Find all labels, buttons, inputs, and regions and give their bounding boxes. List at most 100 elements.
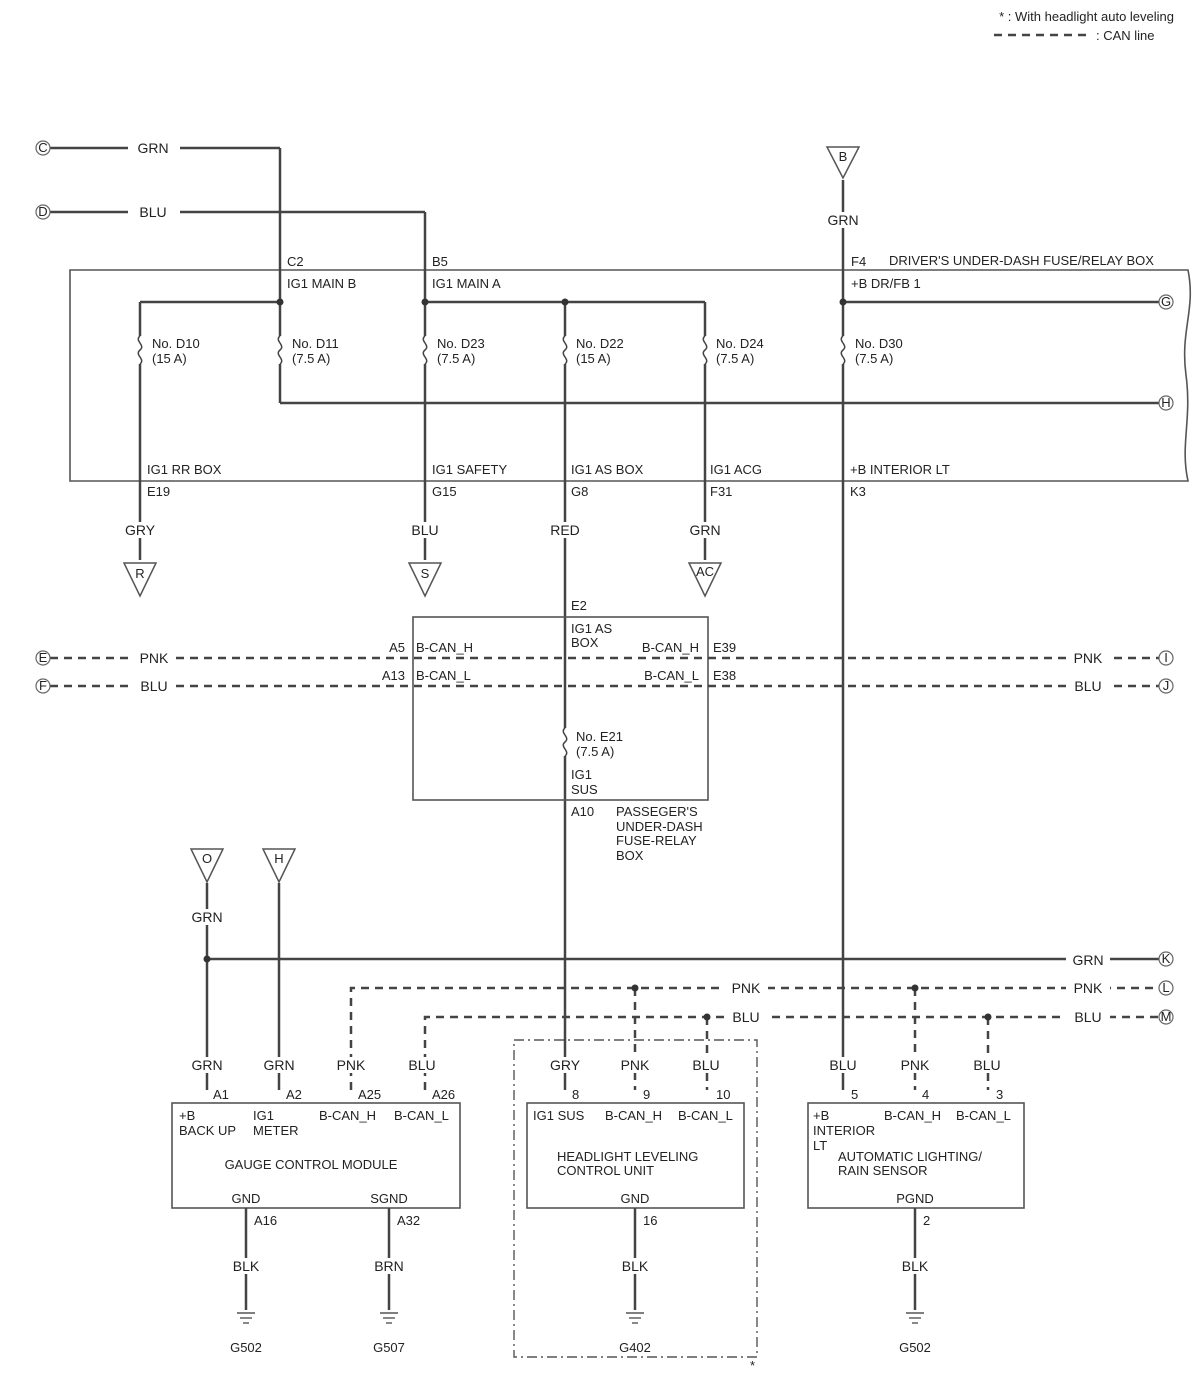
terminal-l (1158, 980, 1174, 996)
svg-text:SGND: SGND (370, 1191, 408, 1206)
svg-text:(7.5 A): (7.5 A) (576, 744, 614, 759)
wire-label-grn-c: GRN (137, 140, 168, 156)
svg-text:BLK: BLK (233, 1258, 260, 1274)
svg-text:+B: +B (179, 1108, 195, 1123)
svg-text:SUS: SUS (571, 782, 598, 797)
ground-icon-g402 (626, 1312, 644, 1324)
svg-text:IG1 MAIN B: IG1 MAIN B (287, 276, 356, 291)
svg-text:BLU: BLU (973, 1057, 1000, 1073)
passenger-fuse-box (412, 616, 709, 801)
svg-text:(15 A): (15 A) (576, 351, 611, 366)
svg-text:IG1 ACG: IG1 ACG (710, 462, 762, 477)
svg-text:GND: GND (232, 1191, 261, 1206)
can-l-line-m (423, 1015, 1160, 1090)
svg-text:K: K (1162, 951, 1171, 966)
svg-text:5: 5 (851, 1087, 858, 1102)
svg-text:B-CAN_L: B-CAN_L (394, 1108, 449, 1123)
svg-text:No. E21: No. E21 (576, 729, 623, 744)
svg-text:GRN: GRN (263, 1057, 294, 1073)
svg-text:CONTROL UNIT: CONTROL UNIT (557, 1163, 654, 1178)
ground-icon-g502-right (906, 1312, 924, 1324)
svg-text:BLK: BLK (902, 1258, 929, 1274)
svg-text:A25: A25 (358, 1087, 381, 1102)
svg-text:I: I (1164, 650, 1168, 665)
svg-text:IG1 RR BOX: IG1 RR BOX (147, 462, 222, 477)
svg-text:BLU: BLU (408, 1057, 435, 1073)
svg-text:G402: G402 (619, 1340, 651, 1355)
svg-text:F4: F4 (851, 254, 866, 269)
svg-text:F31: F31 (710, 484, 732, 499)
auto-leveling-enclosure (513, 1039, 758, 1358)
svg-text:PNK: PNK (1074, 650, 1103, 666)
svg-text:B-CAN_H: B-CAN_H (319, 1108, 376, 1123)
svg-text:B-CAN_H: B-CAN_H (416, 640, 473, 655)
svg-text:E19: E19 (147, 484, 170, 499)
svg-text:RAIN SENSOR: RAIN SENSOR (838, 1163, 928, 1178)
svg-text:E38: E38 (713, 668, 736, 683)
svg-text:A32: A32 (397, 1213, 420, 1228)
svg-text:K3: K3 (850, 484, 866, 499)
svg-text:AC: AC (696, 564, 714, 579)
svg-text:A10: A10 (571, 804, 594, 819)
svg-text:G502: G502 (230, 1340, 262, 1355)
svg-text:B: B (839, 149, 848, 164)
svg-text:IG1: IG1 (253, 1108, 274, 1123)
svg-text:PASSEGER'S: PASSEGER'S (616, 804, 698, 819)
svg-text:2: 2 (923, 1213, 930, 1228)
svg-text:S: S (421, 566, 430, 581)
svg-text:GRN: GRN (689, 522, 720, 538)
svg-text:A13: A13 (382, 668, 405, 683)
fuse-e21: No. E21 (7.5 A) (560, 727, 623, 759)
driver-fuse-box-title: DRIVER'S UNDER-DASH FUSE/RELAY BOX (889, 253, 1154, 268)
svg-text:R: R (135, 566, 144, 581)
svg-text:No. D30: No. D30 (855, 336, 903, 351)
svg-text:IG1 AS BOX: IG1 AS BOX (571, 462, 644, 477)
legend-can-line: : CAN line (1096, 28, 1155, 43)
svg-text:10: 10 (716, 1087, 730, 1102)
svg-text:A1: A1 (213, 1087, 229, 1102)
terminal-i (1158, 650, 1174, 666)
svg-text:3: 3 (996, 1087, 1003, 1102)
svg-text:GRN: GRN (1072, 952, 1103, 968)
ground-icon-g502-left (237, 1312, 255, 1324)
svg-text:B-CAN_L: B-CAN_L (416, 668, 471, 683)
svg-text:B-CAN_L: B-CAN_L (644, 668, 699, 683)
svg-text:BLU: BLU (829, 1057, 856, 1073)
svg-text:E39: E39 (713, 640, 736, 655)
svg-text:C: C (38, 140, 47, 155)
svg-text:+B INTERIOR LT: +B INTERIOR LT (850, 462, 950, 477)
svg-text:L: L (1162, 980, 1169, 995)
svg-text:E2: E2 (571, 598, 587, 613)
svg-text:G: G (1161, 294, 1171, 309)
svg-text:(7.5 A): (7.5 A) (855, 351, 893, 366)
svg-text:LT: LT (813, 1138, 827, 1153)
svg-text:IG1: IG1 (571, 767, 592, 782)
svg-text:*: * (750, 1358, 755, 1373)
terminal-ac (687, 562, 723, 598)
svg-text:PNK: PNK (732, 980, 761, 996)
terminal-k (1158, 951, 1174, 967)
svg-text:No. D24: No. D24 (716, 336, 764, 351)
svg-text:E: E (39, 650, 48, 665)
terminal-e (35, 650, 51, 666)
svg-text:BLU: BLU (732, 1009, 759, 1025)
svg-text:16: 16 (643, 1213, 657, 1228)
svg-text:B-CAN_H: B-CAN_H (605, 1108, 662, 1123)
terminal-b (825, 146, 861, 180)
fuse-d11: No. D11 (7.5 A) (275, 335, 339, 366)
svg-text:BLU: BLU (1074, 1009, 1101, 1025)
svg-text:UNDER-DASH: UNDER-DASH (616, 819, 703, 834)
svg-text:BACK UP: BACK UP (179, 1123, 236, 1138)
svg-text:No. D23: No. D23 (437, 336, 485, 351)
svg-text:PNK: PNK (621, 1057, 650, 1073)
svg-text:GRY: GRY (125, 522, 156, 538)
svg-text:F: F (39, 678, 47, 693)
svg-text:G15: G15 (432, 484, 457, 499)
terminal-m (1158, 1009, 1174, 1025)
svg-text:G8: G8 (571, 484, 588, 499)
svg-text:B-CAN_L: B-CAN_L (956, 1108, 1011, 1123)
svg-text:(7.5 A): (7.5 A) (716, 351, 754, 366)
svg-text:8: 8 (572, 1087, 579, 1102)
svg-text:PGND: PGND (896, 1191, 934, 1206)
